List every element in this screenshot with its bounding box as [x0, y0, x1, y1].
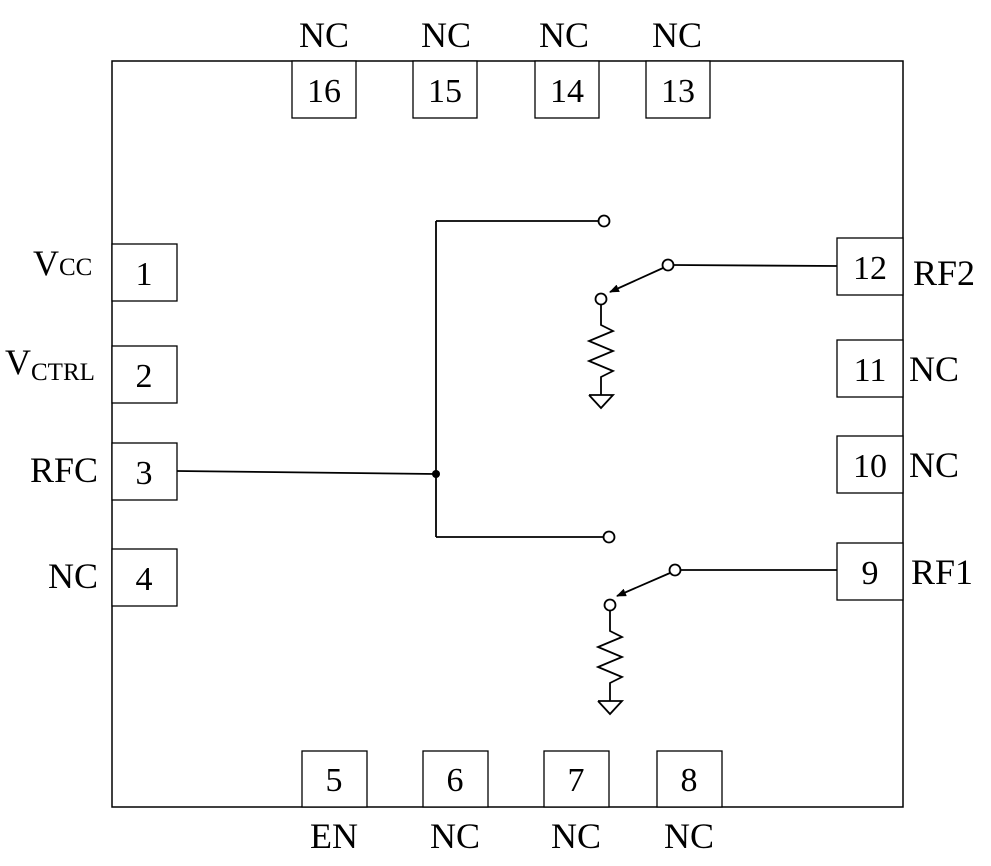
pin-12-name: RF2	[913, 253, 975, 293]
rf1-ground-symbol	[597, 700, 625, 716]
pin-10-box	[836, 435, 904, 494]
pin-13-number: 13	[661, 73, 695, 110]
pin-15: 15 NC	[412, 15, 478, 119]
lower-throw-terminal	[602, 530, 616, 544]
pin-16-number: 16	[307, 73, 341, 110]
pin-9-box	[836, 542, 904, 601]
pin-1-number: 1	[136, 256, 153, 293]
pin-3-number: 3	[136, 455, 153, 492]
pin-8: 8 NC	[656, 750, 723, 856]
pin-12-number: 12	[853, 250, 887, 287]
pin-15-number: 15	[428, 73, 462, 110]
pin-13: 13 NC	[645, 15, 711, 119]
pin-13-box	[645, 60, 711, 119]
pin-4-box	[111, 548, 178, 607]
rf2-shunt-terminal	[594, 292, 608, 306]
junction-dot	[432, 470, 440, 478]
pin-6-name: NC	[430, 816, 480, 856]
rf2-wire	[672, 264, 838, 267]
pin-5-number: 5	[326, 762, 343, 799]
rf2-pole-terminal	[661, 258, 675, 272]
pin-3-name: RFC	[30, 450, 98, 490]
switch-schematic	[176, 214, 838, 716]
pin-10-number: 10	[853, 448, 887, 485]
pin-1-name-sub: CC	[59, 254, 92, 281]
pin-3: 3 RFC	[30, 442, 178, 501]
pin-2-name-main: V	[5, 342, 31, 382]
pin-15-box	[412, 60, 478, 119]
pin-11-name: NC	[909, 349, 959, 389]
pin-11: 11 NC	[836, 339, 959, 398]
pin-2-box	[111, 345, 178, 404]
pin-16: 16 NC	[291, 15, 357, 119]
pin-15-name: NC	[421, 15, 471, 55]
pin-1-box	[111, 243, 178, 302]
pin-9-number: 9	[862, 555, 879, 592]
pin-11-number: 11	[854, 352, 887, 389]
rf1-pole-terminal	[668, 563, 682, 577]
rf2-switch-arm	[609, 267, 664, 293]
pin-6-box	[422, 750, 489, 808]
pin-14-name: NC	[539, 15, 589, 55]
pin-6: 6 NC	[422, 750, 489, 856]
pin-2-name: VCTRL	[5, 342, 95, 386]
pin-14: 14 NC	[534, 15, 600, 119]
rf2-ground-symbol	[588, 394, 616, 410]
pin-2-name-sub: CTRL	[31, 359, 95, 386]
pin-2-number: 2	[136, 358, 153, 395]
pin-2: 2 VCTRL	[5, 342, 178, 404]
pin-8-number: 8	[681, 762, 698, 799]
pin-1-name: VCC	[33, 243, 92, 283]
pin-13-name: NC	[652, 15, 702, 55]
pin-3-box	[111, 442, 178, 501]
pin-9: 9 RF1	[836, 542, 973, 601]
pin-8-box	[656, 750, 723, 808]
pin-8-name: NC	[664, 816, 714, 856]
pin-7-box	[543, 750, 610, 808]
pin-12-box	[836, 237, 904, 296]
pin-12: 12 RF2	[836, 237, 975, 296]
pin-1-name-main: V	[33, 243, 59, 283]
pin-6-number: 6	[447, 762, 464, 799]
pin-7: 7 NC	[543, 750, 610, 856]
pin-14-box	[534, 60, 600, 119]
pin-4-number: 4	[136, 561, 153, 598]
pin-16-box	[291, 60, 357, 119]
pin-9-name: RF1	[911, 552, 973, 592]
pin-7-name: NC	[551, 816, 601, 856]
pin-10-name: NC	[909, 445, 959, 485]
pin-14-number: 14	[550, 73, 584, 110]
pin-16-name: NC	[299, 15, 349, 55]
pin-4: 4 NC	[48, 548, 178, 607]
rfc-wire	[176, 470, 437, 475]
pin-5: 5 EN	[301, 750, 368, 856]
pin-10: 10 NC	[836, 435, 959, 494]
rf1-switch-arm	[616, 572, 671, 597]
rf1-shunt-terminal	[603, 598, 617, 612]
package-outline	[111, 60, 904, 808]
pin-5-box	[301, 750, 368, 808]
pin-11-box	[836, 339, 904, 398]
pin-1: 1 VCC	[33, 243, 178, 302]
pin-5-name: EN	[310, 816, 358, 856]
pin-7-number: 7	[568, 762, 585, 799]
upper-throw-terminal	[597, 214, 611, 228]
rf2-resistor	[586, 305, 616, 395]
pin-4-name: NC	[48, 556, 98, 596]
rf1-resistor	[595, 611, 625, 701]
